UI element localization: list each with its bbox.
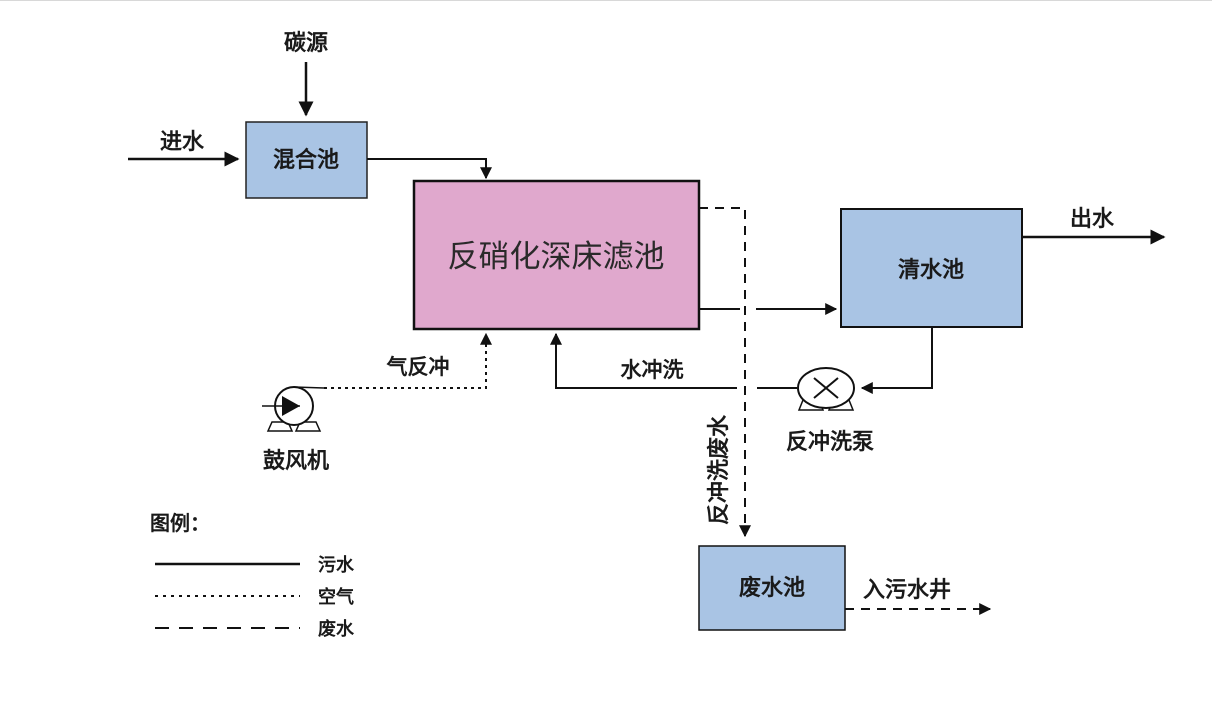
outflow-label: 出水 <box>1070 206 1115 232</box>
water-backwash-arrow <box>550 332 737 389</box>
mixing-tank-box <box>245 121 368 199</box>
backwash-pump-label: 反冲洗泵 <box>786 429 874 455</box>
water-backwash-label: 水冲洗 <box>621 357 684 382</box>
backwash-wastewater-label: 反冲洗废水 <box>706 414 732 525</box>
legend-label-solid: 污水 <box>318 554 355 576</box>
to-sewer-well-label: 入污水井 <box>863 577 951 603</box>
filter-label: 反硝化深床滤池 <box>448 239 665 275</box>
legend-label-dashed: 废水 <box>318 618 355 640</box>
clear-water-tank-label: 清水池 <box>898 257 964 283</box>
legend-title: 图例： <box>150 511 210 535</box>
air-backwash-arrow <box>324 332 492 389</box>
backwash-pump-icon <box>797 367 855 411</box>
filter-backwash-waste-line <box>699 207 751 538</box>
blower-icon <box>262 386 325 432</box>
inflow-label: 进水 <box>160 129 205 155</box>
blower-label: 鼓风机 <box>263 448 329 474</box>
mixing-tank-label: 混合池 <box>273 147 339 173</box>
carbon-source-label: 碳源 <box>284 30 328 56</box>
mix-to-filter-arrow <box>367 158 492 180</box>
top-border <box>0 0 1212 1</box>
filter-box <box>412 179 701 331</box>
air-backwash-label: 气反冲 <box>386 354 450 379</box>
legend-label-dotted: 空气 <box>318 586 354 608</box>
clear-to-pump-arrow <box>860 327 933 394</box>
waste-water-tank-box <box>698 545 846 631</box>
waste-water-tank-label: 废水池 <box>739 575 805 601</box>
clear-water-tank-box <box>840 208 1023 328</box>
